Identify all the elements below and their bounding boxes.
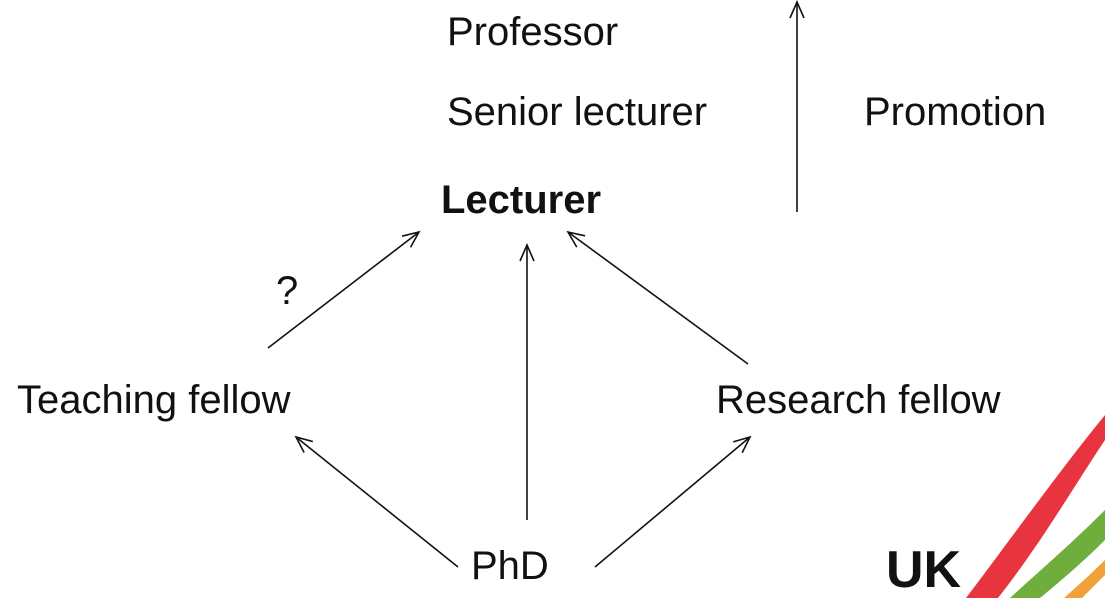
node-phd: PhD <box>471 544 549 588</box>
promotion-label: Promotion <box>864 90 1047 134</box>
node-lecturer: Lecturer <box>441 178 602 222</box>
logo-green-swoosh <box>1010 510 1105 598</box>
logo-red-swoosh <box>966 415 1105 598</box>
node-research-fellow: Research fellow <box>716 378 1001 422</box>
arrow-research-fellow-to-lecturer <box>566 230 749 365</box>
uk-logo-text: UK <box>886 541 962 599</box>
question-mark-label: ? <box>276 269 299 313</box>
arrow-phd-to-teaching-fellow <box>294 435 459 568</box>
node-teaching-fellow: Teaching fellow <box>17 378 291 422</box>
node-professor: Professor <box>447 10 619 54</box>
node-senior-lecturer: Senior lecturer <box>447 90 708 134</box>
arrow-phd-to-research-fellow <box>594 435 752 568</box>
arrow-teaching-fellow-to-lecturer <box>267 230 421 349</box>
logo-orange-swoosh <box>1064 560 1105 598</box>
